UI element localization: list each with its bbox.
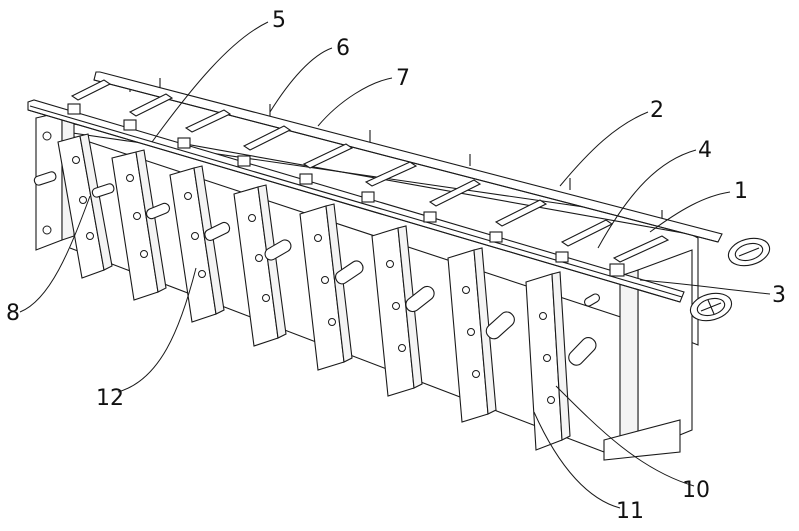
callout-label-8: 8: [6, 301, 20, 326]
cross-bar: [178, 110, 230, 148]
end-cap-slotted: [725, 234, 772, 270]
tie-rod: [483, 309, 517, 342]
cross-bar: [68, 80, 110, 114]
callout-label-7: 7: [396, 66, 410, 91]
callout-label-11: 11: [616, 499, 644, 524]
callout-label-12: 12: [96, 386, 124, 411]
callout-label-10: 10: [682, 478, 710, 503]
partition-plate: [170, 166, 224, 322]
partition-plate: [234, 185, 286, 346]
callout-label-2: 2: [650, 98, 664, 123]
callout-label-1: 1: [734, 179, 748, 204]
tie-rod: [566, 335, 599, 368]
callout-label-4: 4: [698, 138, 712, 163]
callout-label-6: 6: [336, 36, 350, 61]
cross-bar: [238, 126, 290, 166]
callout-label-5: 5: [272, 8, 286, 33]
partition-plate: [300, 204, 352, 370]
partition-plate: [112, 150, 166, 300]
callout-label-3: 3: [772, 283, 786, 308]
